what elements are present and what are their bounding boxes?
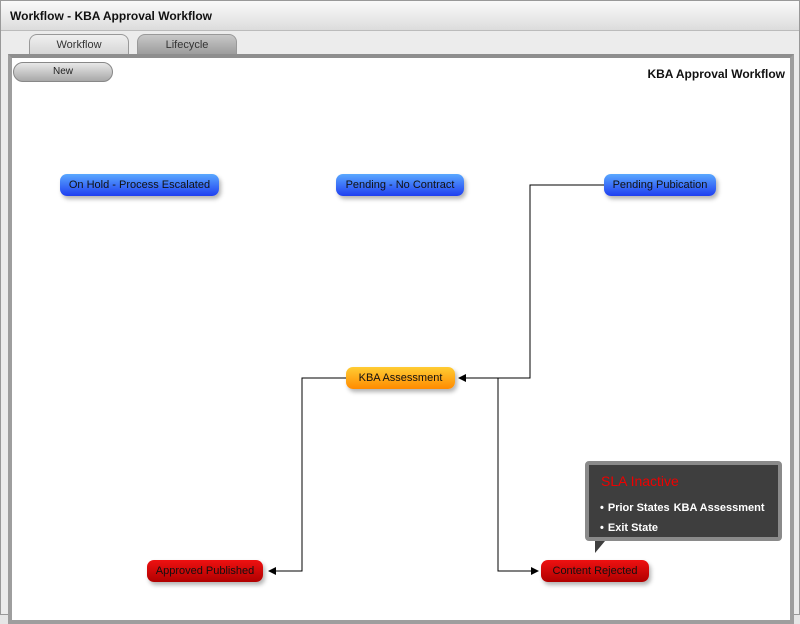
transition-pubication-to-kba — [458, 184, 604, 382]
new-button[interactable]: New — [13, 62, 113, 82]
state-pending-no-contract[interactable]: Pending - No Contract — [336, 174, 464, 196]
state-content-rejected[interactable]: Content Rejected — [541, 560, 649, 582]
tooltip-prior-states: • Prior States KBA Assessment — [600, 502, 765, 515]
window-title: Workflow - KBA Approval Workflow — [1, 1, 799, 31]
state-on-hold[interactable]: On Hold - Process Escalated — [60, 174, 219, 196]
transition-kba-to-approved — [268, 377, 346, 575]
state-kba-assessment[interactable]: KBA Assessment — [346, 367, 455, 389]
exit-state-label: Exit State — [607, 522, 658, 534]
tooltip-title: SLA Inactive — [601, 473, 679, 489]
workflow-title: KBA Approval Workflow — [647, 67, 785, 81]
bullet-icon: • — [600, 502, 604, 514]
bullet-icon: • — [600, 522, 604, 534]
transition-kba-to-rejected — [497, 378, 539, 575]
state-approved-published[interactable]: Approved Published — [147, 560, 263, 582]
state-tooltip: SLA Inactive • Prior States KBA Assessme… — [585, 461, 782, 541]
prior-states-value: KBA Assessment — [673, 502, 765, 514]
prior-states-label: Prior States — [607, 502, 670, 514]
state-pending-pubication[interactable]: Pending Pubication — [604, 174, 716, 196]
tooltip-exit-state: • Exit State — [600, 522, 658, 535]
tooltip-pointer — [595, 541, 605, 553]
tab-lifecycle[interactable]: Lifecycle — [137, 34, 237, 55]
tab-workflow[interactable]: Workflow — [29, 34, 129, 55]
